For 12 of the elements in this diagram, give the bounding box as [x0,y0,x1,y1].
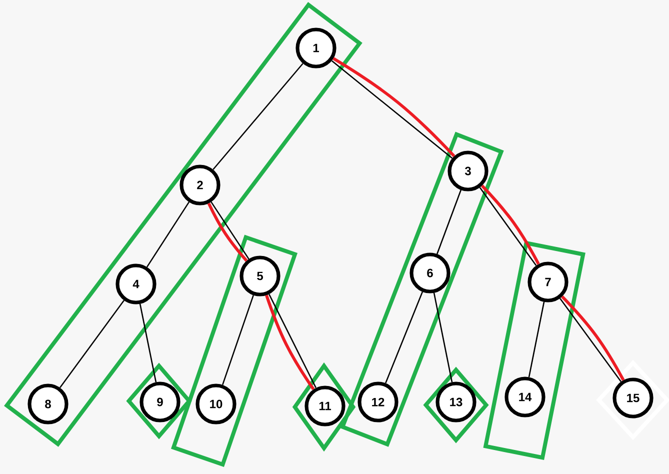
tree-node: 15 [612,378,654,418]
tree-edge [433,292,453,382]
tree-edge [146,202,190,268]
tree-edge [212,63,304,170]
group-outline [483,240,586,460]
tree-edge [222,294,254,386]
tree-node: 11 [304,386,346,426]
tree-edge [436,190,462,254]
tree-edge [59,300,125,388]
tree-edge [139,304,157,382]
tree-edge [385,292,424,384]
tree-edge [528,302,545,378]
